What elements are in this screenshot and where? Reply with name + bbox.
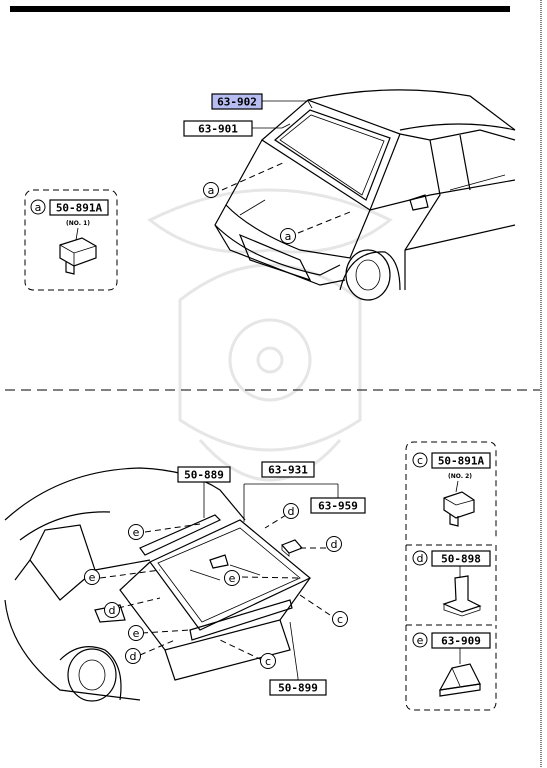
part-label-63-931[interactable]: 63-931: [261, 461, 315, 478]
callout-d-2: d: [326, 536, 342, 552]
callout-c-2: c: [260, 653, 276, 669]
svg-text:50-899: 50-899: [278, 682, 318, 695]
callout-e-4: e: [128, 625, 144, 641]
detail-box-d: d 50-898: [405, 544, 497, 622]
svg-text:e: e: [229, 572, 236, 585]
detail-box-c: c 50-891A (NO. 2): [405, 441, 497, 540]
svg-text:63-909: 63-909: [441, 635, 481, 648]
pad-part: [438, 663, 481, 691]
no2-label: (NO. 2): [448, 473, 472, 480]
svg-text:a: a: [285, 230, 292, 243]
svg-text:50-898: 50-898: [441, 553, 481, 566]
part-label-63-959[interactable]: 63-959: [310, 497, 366, 514]
part-label-50-891A-no1[interactable]: 50-891A: [49, 199, 109, 216]
callout-a-lower: a: [280, 228, 296, 244]
callout-a-upper: a: [203, 182, 219, 198]
svg-text:c: c: [417, 454, 423, 467]
svg-text:e: e: [133, 627, 140, 640]
svg-text:50-891A: 50-891A: [56, 202, 103, 215]
svg-text:63-959: 63-959: [318, 500, 358, 513]
leader-a-upper: [221, 161, 286, 191]
svg-text:a: a: [208, 184, 215, 197]
svg-text:50-891A: 50-891A: [438, 455, 485, 468]
front-car-illustration: [214, 89, 516, 301]
part-label-50-899[interactable]: 50-899: [269, 679, 327, 696]
svg-text:63-901: 63-901: [198, 123, 238, 136]
svg-text:d: d: [331, 538, 338, 551]
callout-e-1: e: [128, 524, 144, 540]
svg-text:63-931: 63-931: [268, 464, 308, 477]
part-label-50-889[interactable]: 50-889: [177, 466, 231, 483]
no1-label: (NO. 1): [66, 220, 90, 227]
clip-part-no1: [59, 237, 97, 267]
svg-text:e: e: [89, 571, 96, 584]
svg-text:63-902: 63-902: [217, 96, 257, 109]
rear-car-illustration: [4, 467, 312, 702]
callout-e-2: e: [84, 569, 100, 585]
samurai-watermark: [147, 188, 393, 482]
svg-text:50-889: 50-889: [184, 469, 224, 482]
fastener-part: [280, 539, 304, 554]
part-label-50-891A-no2[interactable]: 50-891A: [431, 452, 491, 469]
leader-a-lower: [297, 211, 351, 234]
part-label-63-909[interactable]: 63-909: [431, 632, 491, 649]
callout-d-4: d: [125, 648, 141, 664]
bracket-part: [442, 575, 482, 613]
detail-box-a: a 50-891A (NO. 1): [24, 189, 118, 291]
callout-d-1: d: [283, 503, 299, 519]
top-rule: [10, 6, 510, 12]
svg-text:d: d: [288, 505, 295, 518]
callout-e-3: e: [224, 570, 240, 586]
svg-text:e: e: [133, 526, 140, 539]
callout-c-1: c: [332, 611, 348, 627]
svg-text:d: d: [417, 552, 424, 565]
svg-text:d: d: [130, 650, 137, 663]
svg-text:c: c: [337, 613, 343, 626]
detail-box-e: e 63-909: [405, 624, 497, 711]
clip-part-no2: [443, 491, 475, 519]
part-label-50-898[interactable]: 50-898: [431, 550, 491, 567]
callout-d-3: d: [104, 602, 120, 618]
svg-text:e: e: [417, 634, 424, 647]
svg-text:a: a: [35, 201, 42, 214]
part-label-63-902[interactable]: 63-902: [211, 93, 263, 110]
svg-text:c: c: [265, 655, 271, 668]
part-label-63-901[interactable]: 63-901: [183, 120, 253, 137]
svg-text:d: d: [109, 604, 116, 617]
